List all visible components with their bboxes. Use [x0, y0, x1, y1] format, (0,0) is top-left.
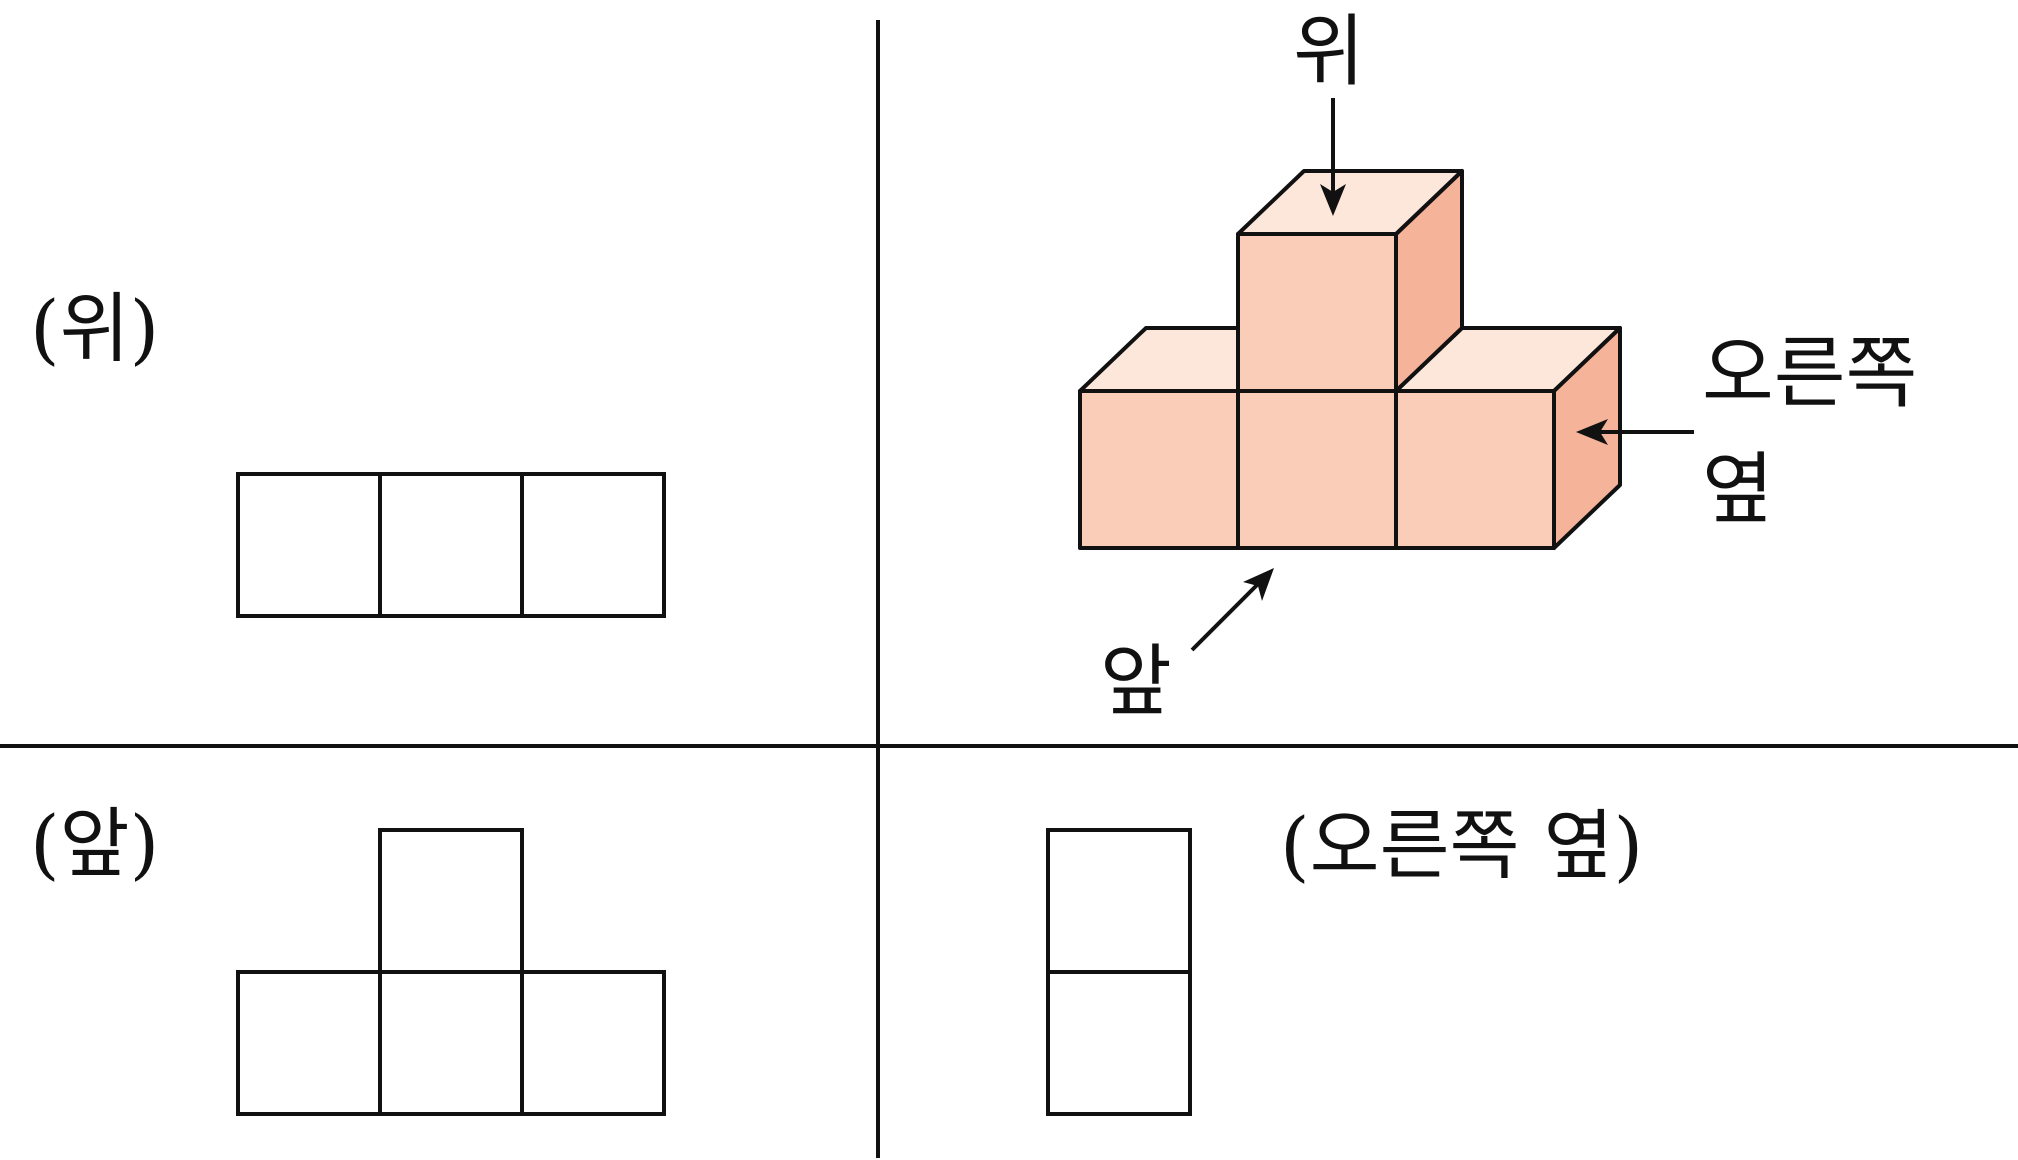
top-view-cell [236, 472, 382, 618]
cube-front-face [1394, 389, 1556, 550]
front-arrow-shaft [1190, 580, 1262, 652]
arrow-label-front: 앞 [1100, 637, 1172, 727]
right-view-label: (오른쪽 옆) [1280, 801, 1643, 890]
front-view-label: (앞) [30, 799, 159, 888]
front-view-cell [520, 970, 666, 1116]
top-view-cell [520, 472, 666, 618]
front-view-cell [236, 970, 382, 1116]
right-arrow-head [1576, 419, 1608, 445]
arrow-label-right-line2: 옆 [1702, 445, 1774, 535]
top-view-grid [236, 472, 666, 618]
quadrant-dividers [0, 20, 2018, 1158]
top-view-cell [378, 472, 524, 618]
front-view-cell [378, 828, 524, 974]
view-arrows [1190, 98, 1694, 652]
arrow-label-top: 위 [1293, 7, 1365, 97]
cube-front-face [1236, 389, 1398, 550]
right-view-grid [1046, 828, 1192, 1116]
cube-front-face [1236, 232, 1398, 393]
right-view-cell [1046, 970, 1192, 1116]
cube-stack-3d [1078, 169, 1622, 550]
top-arrow-head [1320, 184, 1346, 216]
top-view-label: (위) [30, 284, 159, 373]
arrow-label-right-line1: 오른쪽 [1702, 329, 1917, 419]
front-view-grid [236, 828, 666, 1116]
cube-front-face [1078, 389, 1240, 550]
right-view-cell [1046, 828, 1192, 974]
front-view-cell [378, 970, 524, 1116]
front-arrow-head [1243, 568, 1274, 601]
